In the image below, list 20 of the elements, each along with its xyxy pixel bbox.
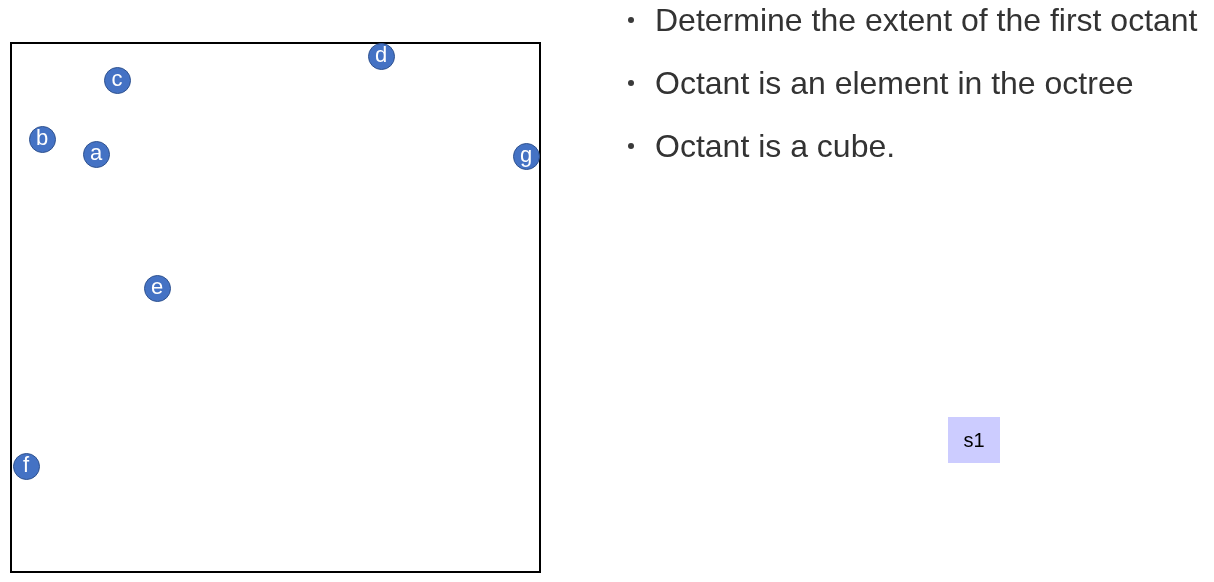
node-box: [948, 417, 1000, 463]
point-letter: a: [89, 142, 103, 166]
point-letter: e: [150, 276, 164, 300]
point-marker: [143, 274, 171, 302]
point-marker: [28, 125, 56, 153]
point-letter: c: [111, 68, 123, 92]
node-label: s1: [963, 430, 985, 450]
point-marker: [12, 452, 40, 480]
point-letter: d: [374, 44, 388, 68]
bullet-text: Determine the extent of the first octant: [655, 1, 1198, 39]
point-letter: g: [519, 144, 533, 168]
bullet-text: Octant is an element in the octree: [655, 64, 1134, 102]
point-marker: [103, 66, 131, 94]
bullet-text: Octant is a cube.: [655, 127, 896, 165]
square-region: [10, 42, 541, 573]
point-marker: [82, 140, 110, 168]
point-marker: [367, 42, 395, 70]
point-letter: b: [35, 127, 49, 151]
point-letter: f: [22, 454, 30, 478]
point-marker: [512, 142, 540, 170]
